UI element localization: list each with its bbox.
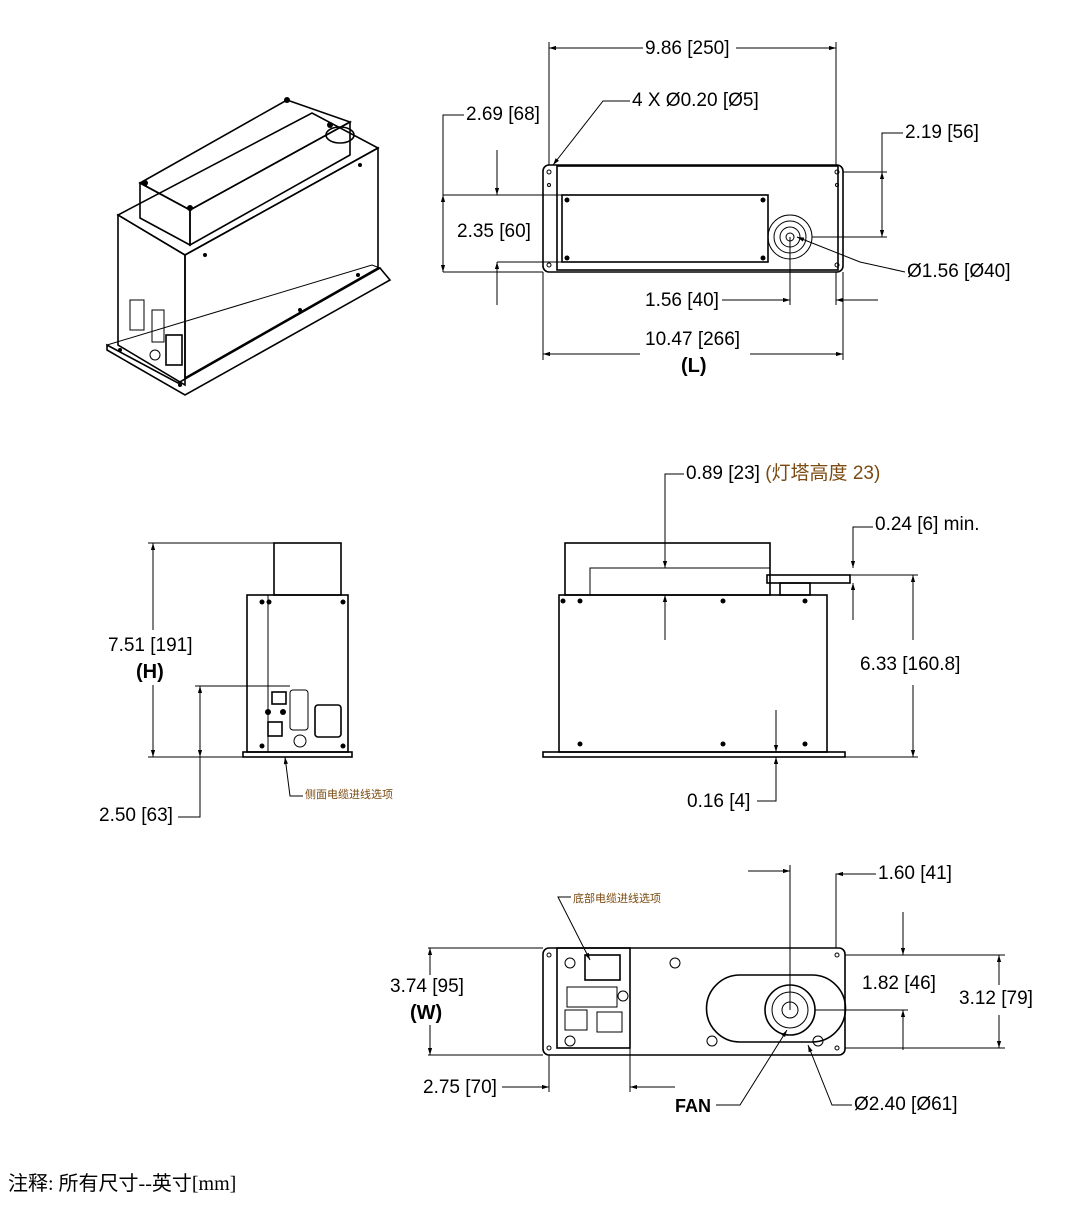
beacon-height-dimension: 0.89 [23] (灯塔高度 23) <box>686 462 880 484</box>
units-note: 注释: 所有尺寸--英寸[mm] <box>8 1172 236 1195</box>
overall-height-dimension: 7.51 [191] <box>108 635 193 656</box>
fan-center-dimension: 1.82 [46] <box>862 973 936 994</box>
panel-height-dimension: 2.35 [60] <box>457 221 531 242</box>
length-tag: (L) <box>681 355 707 377</box>
connector-height-dimension: 2.50 [63] <box>99 805 173 826</box>
bottom-view: 底部电缆进线选项 1.60 [41] 3.74 [95] (W) 1.82 [4… <box>390 863 1033 1116</box>
fan-offset-dimension: 1.60 [41] <box>878 863 952 884</box>
offset-right-dimension: 2.19 [56] <box>905 122 979 143</box>
side-cable-option-label: 侧面电缆进线选项 <box>305 787 393 801</box>
end-view: 7.51 [191] (H) 2.50 [63] 侧面电缆进线选项 <box>99 542 393 826</box>
length-dimension: 9.86 [250] <box>645 38 730 59</box>
width-tag: (W) <box>410 1002 442 1024</box>
window-width-dimension: 2.75 [70] <box>423 1077 497 1098</box>
top-view: 9.86 [250] 4 X Ø0.20 [Ø5] 2.69 [68] 2.19… <box>440 38 1011 377</box>
beacon-diameter-dimension: Ø1.56 [Ø40] <box>907 261 1011 282</box>
offset-left-dimension: 2.69 [68] <box>466 104 540 125</box>
overall-length-dimension: 10.47 [266] <box>645 329 740 350</box>
width-dimension: 3.74 [95] <box>390 976 464 997</box>
beacon-offset-dimension: 1.56 [40] <box>645 290 719 311</box>
side-view: 0.89 [23] (灯塔高度 23) 0.24 [6] min. 6.33 [… <box>542 462 980 812</box>
hole-spacing-dimension: 3.12 [79] <box>959 988 1033 1009</box>
clearance-dimension: 0.24 [6] min. <box>875 514 980 535</box>
body-height-dimension: 6.33 [160.8] <box>860 654 960 675</box>
height-tag: (H) <box>136 661 164 683</box>
fan-label: FAN <box>675 1096 711 1116</box>
bottom-cable-option-label: 底部电缆进线选项 <box>573 891 661 905</box>
mounting-holes-dimension: 4 X Ø0.20 [Ø5] <box>632 90 759 111</box>
isometric-view <box>105 97 392 396</box>
fan-diameter-dimension: Ø2.40 [Ø61] <box>854 1094 958 1115</box>
base-thickness-dimension: 0.16 [4] <box>687 791 750 812</box>
